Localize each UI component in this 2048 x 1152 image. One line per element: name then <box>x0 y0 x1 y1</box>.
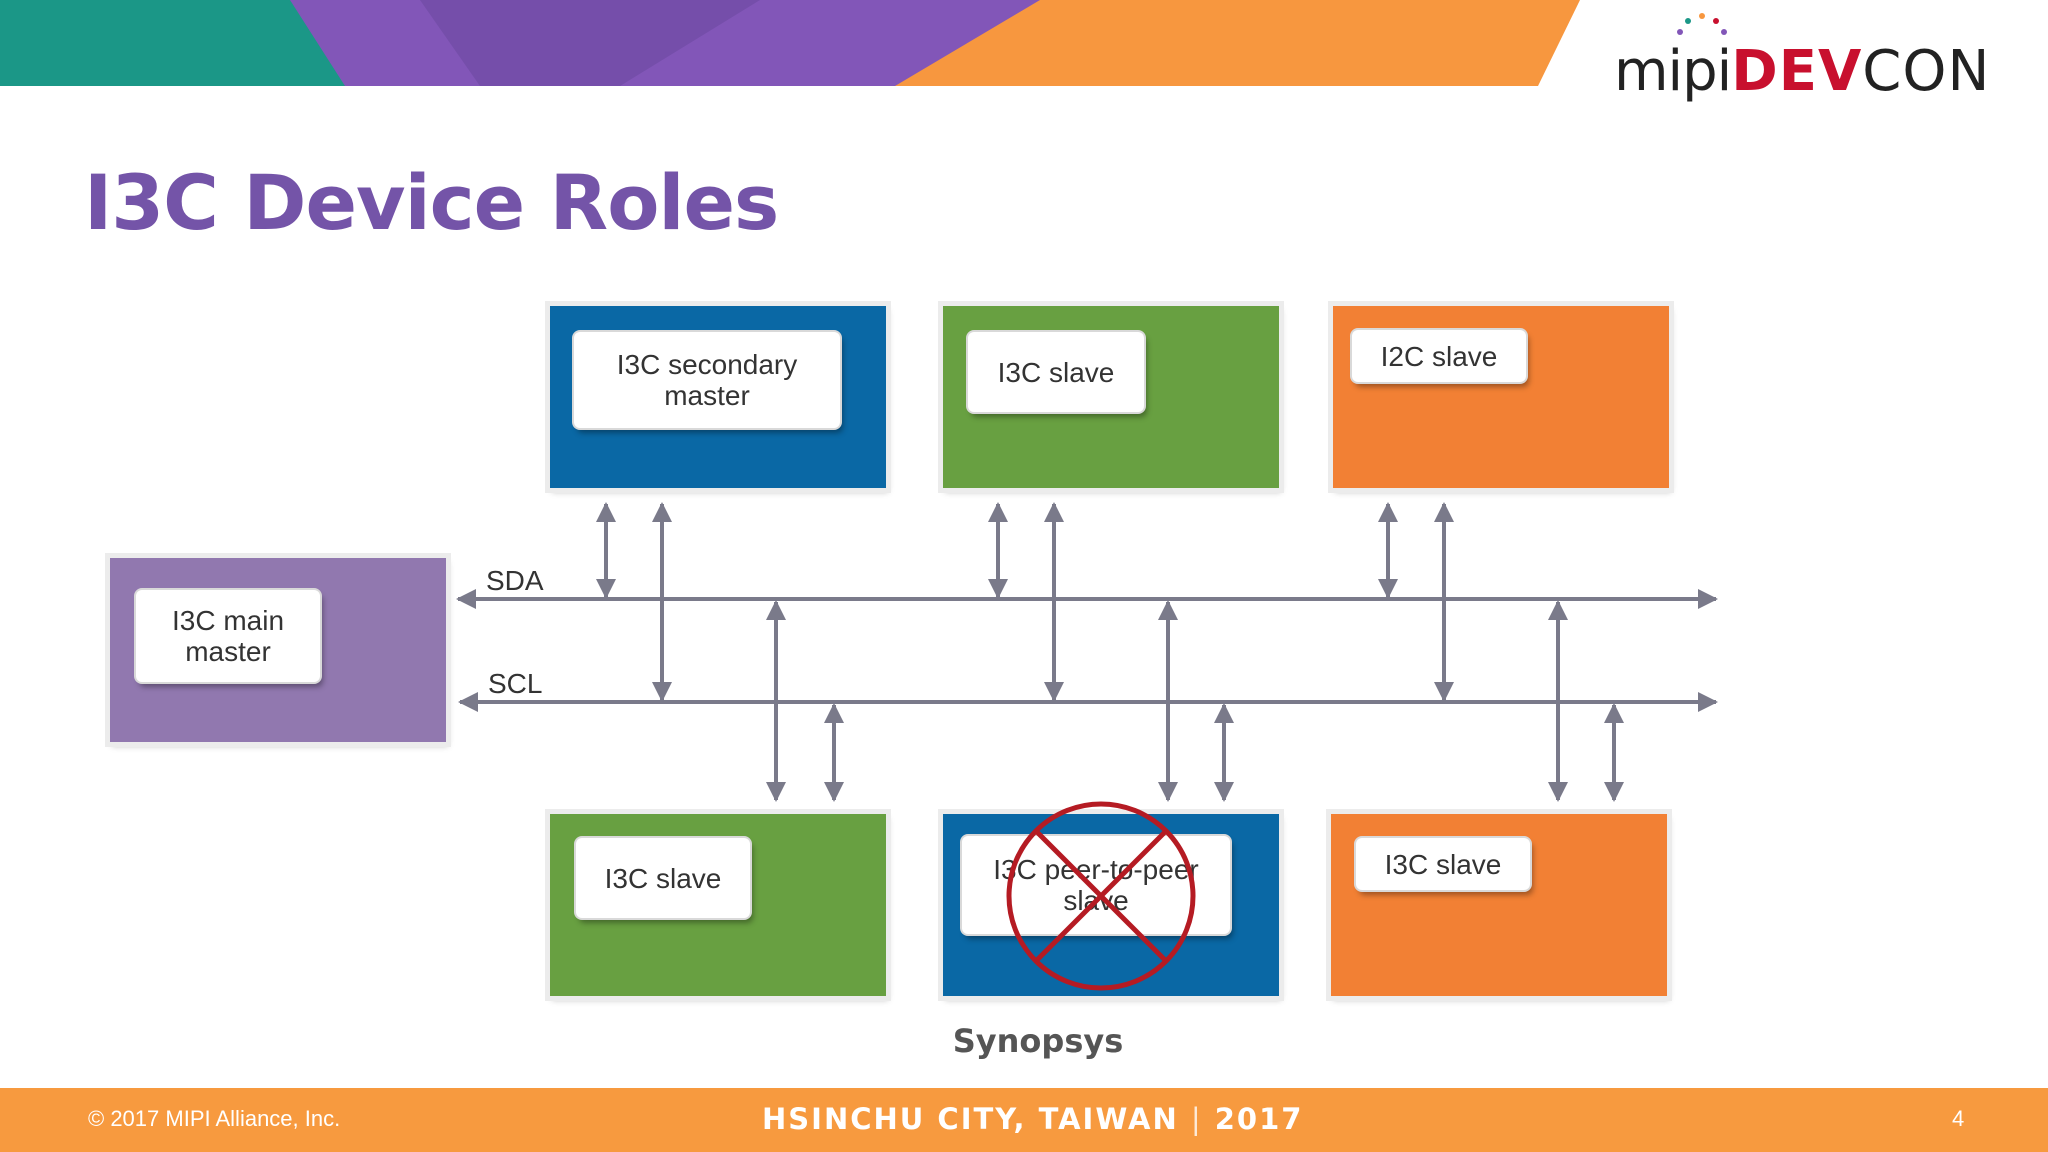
copyright-text: © 2017 MIPI Alliance, Inc. <box>88 1106 341 1131</box>
slide-title: I3C Device Roles <box>84 158 779 247</box>
page-number: 4 <box>1952 1106 1965 1131</box>
logo-devcon: DEVCON <box>1731 44 1990 100</box>
peer-to-peer-card: I3C peer-to-peer slave <box>962 836 1230 934</box>
sda-label: SDA <box>486 565 544 596</box>
bottom-slave-left-card: I3C slave <box>576 838 750 918</box>
secondary-master-card: I3C secondary master <box>574 332 840 428</box>
main-master-card: I3C main master <box>136 590 320 682</box>
logo-con: CON <box>1862 39 1991 104</box>
location-city: HSINCHU CITY, TAIWAN <box>762 1102 1179 1136</box>
scl-label: SCL <box>488 668 543 699</box>
bottom-slave-right-card: I3C slave <box>1356 838 1530 890</box>
logo-dots-icon <box>1677 13 1727 35</box>
i2c-slave-card: I2C slave <box>1352 330 1526 382</box>
event-location: HSINCHU CITY, TAIWAN | 2017 <box>762 1102 1303 1136</box>
location-year: 2017 <box>1214 1102 1304 1136</box>
location-separator: | <box>1190 1102 1203 1136</box>
top-slave-card: I3C slave <box>968 332 1144 412</box>
logo-dev: DEV <box>1731 39 1863 104</box>
footer-bar: © 2017 MIPI Alliance, Inc. HSINCHU CITY,… <box>0 1088 2048 1152</box>
mipi-devcon-logo: mipi DEVCON <box>1614 30 1990 100</box>
logo-mipi: mipi <box>1614 39 1732 104</box>
header-banner <box>0 0 2048 86</box>
source-caption: Synopsys <box>952 1022 1124 1060</box>
